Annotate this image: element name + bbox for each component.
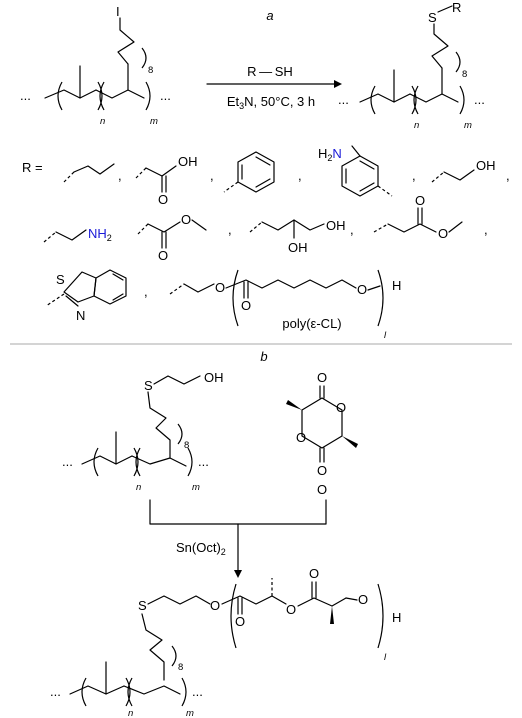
substituent-polycaprolactone: O O O H l poly(ε-CL) <box>169 269 401 341</box>
reaction-conditions: Et3N, 50°C, 3 h <box>227 94 315 111</box>
separator: , <box>228 222 232 237</box>
amine-group: NH2 <box>88 226 112 243</box>
hydroxyl: OH <box>178 154 198 169</box>
oxygen-atom: O <box>181 212 191 227</box>
chain-ellipsis: ... <box>338 92 349 107</box>
repeat-n: n <box>100 116 105 127</box>
substituent-aminoethyl: NH2 <box>43 226 112 243</box>
plla-graft-product: S O O O O O H l 8 ... n m ... <box>50 566 401 718</box>
repeat-m: m <box>186 708 194 718</box>
substituent-phenyl: , <box>223 151 302 193</box>
oxygen-atom: O <box>357 282 367 297</box>
thioether-polyethylene: ... n 8 S R m ... <box>338 0 485 131</box>
separator: , <box>350 222 354 237</box>
substituent-methyl-ester: O O , <box>137 212 232 263</box>
repeat-n: n <box>414 120 419 131</box>
hydroxyethyl-thio-polyethylene: S OH 8 ... n m ... <box>62 370 224 493</box>
hydrogen-atom: H <box>392 610 401 625</box>
polycaprolactone-label: poly(ε-CL) <box>282 316 341 331</box>
hydroxyl: OH <box>476 158 496 173</box>
oxygen-atom: O <box>296 430 306 445</box>
separator: , <box>144 284 148 299</box>
repeat-n: n <box>128 708 133 718</box>
oxygen-atom: O <box>438 226 448 241</box>
r-equals: R = <box>22 160 43 175</box>
panel-a-label: a <box>266 8 273 23</box>
reagent-rsh: R — SH <box>247 64 293 79</box>
separator: , <box>298 168 302 183</box>
oxygen-atom: O <box>286 602 296 617</box>
substituent-benzothiazolyl: S N , <box>45 269 148 323</box>
oxygen-atom: O <box>317 370 327 385</box>
reaction-arrow-a: R — SH Et3N, 50°C, 3 h <box>206 64 342 111</box>
lactide: O O O O O <box>286 370 358 497</box>
oxygen-atom: O <box>158 192 168 207</box>
chain-ellipsis: ... <box>198 454 209 469</box>
amine-group: H2N <box>318 146 342 163</box>
oxygen-atom: O <box>210 598 220 613</box>
oxygen-atom: O <box>241 298 251 313</box>
catalyst: Sn(Oct)2 <box>176 540 226 557</box>
chain-ellipsis: ... <box>20 88 31 103</box>
sulfur-atom: S <box>56 272 65 287</box>
oxygen-atom: O <box>215 280 225 295</box>
separator: , <box>506 168 510 183</box>
chain-ellipsis: ... <box>62 454 73 469</box>
oxygen-atom: O <box>358 592 368 607</box>
chain-ellipsis: ... <box>160 88 171 103</box>
substituent-methyl-propanoate: O O , <box>373 193 488 241</box>
substituent-hydroxyethyl: OH , <box>431 158 510 183</box>
chain-ellipsis: ... <box>50 684 61 699</box>
sulfur-atom: S <box>144 378 153 393</box>
panel-b-label: b <box>260 349 267 364</box>
hydroxyl: OH <box>326 218 346 233</box>
separator: , <box>484 222 488 237</box>
nitrogen-atom: N <box>76 308 85 323</box>
separator: , <box>210 168 214 183</box>
chain-ellipsis: ... <box>474 92 485 107</box>
repeat-m: m <box>192 482 200 493</box>
substituent-aminophenyl: H2N , <box>318 145 416 197</box>
oxygen-atom: O <box>317 463 327 478</box>
repeat-m: m <box>150 116 158 127</box>
repeat-8: 8 <box>148 65 153 76</box>
hydrogen-atom: H <box>392 278 401 293</box>
substituent-dihydroxypropyl: OH OH , <box>249 218 354 255</box>
separator: , <box>118 168 122 183</box>
repeat-n: n <box>136 482 141 493</box>
reaction-arrow-b: Sn(Oct)2 <box>149 499 327 578</box>
oxygen-atom: O <box>415 193 425 208</box>
oxygen-atom: O <box>158 248 168 263</box>
substituent-carboxymethyl: O OH , <box>135 154 214 207</box>
substituent-butyl: , <box>63 163 122 183</box>
repeat-8: 8 <box>178 662 183 673</box>
separator: , <box>412 168 416 183</box>
repeat-8: 8 <box>184 440 189 451</box>
oxygen-atom: O <box>309 566 319 581</box>
sulfur-atom: S <box>138 598 147 613</box>
repeat-8: 8 <box>462 69 467 80</box>
hydroxyl: OH <box>288 240 308 255</box>
sulfur-atom: S <box>428 10 437 25</box>
oxygen-atom: O <box>317 482 327 497</box>
chain-ellipsis: ... <box>192 684 203 699</box>
repeat-l: l <box>384 330 387 341</box>
oxygen-atom: O <box>235 614 245 629</box>
iodine-atom: I <box>116 4 120 19</box>
iodo-polyethylene: ... n 8 I m ... <box>20 4 171 127</box>
oxygen-atom: O <box>336 400 346 415</box>
repeat-m: m <box>464 120 472 131</box>
hydroxyl: OH <box>204 370 224 385</box>
r-group: R <box>452 0 461 15</box>
repeat-l: l <box>384 652 387 663</box>
